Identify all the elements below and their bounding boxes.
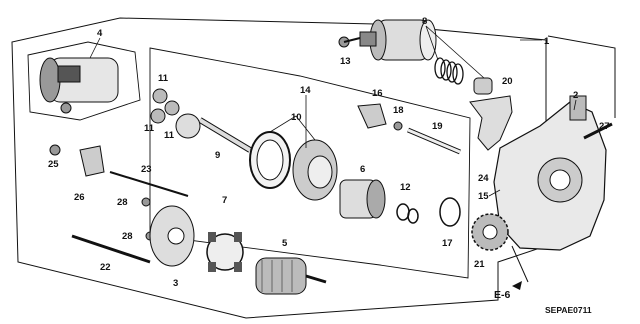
bolt-18-part [393, 121, 403, 131]
callout-2: 2 [573, 90, 578, 101]
callout-14: 14 [300, 85, 311, 96]
yoke-part [39, 57, 119, 114]
brush-holder-part [206, 232, 244, 272]
spring-part [434, 57, 464, 85]
callout-26: 26 [74, 192, 85, 203]
callout-4: 4 [97, 28, 103, 39]
gears-11 [150, 88, 180, 124]
internal-gear-part [249, 131, 338, 201]
through-bolt-22 [71, 234, 151, 264]
callout-5: 5 [282, 238, 288, 249]
callout-10: 10 [291, 112, 302, 123]
callout-12: 12 [400, 182, 411, 193]
callout-11c: 11 [164, 130, 175, 141]
seal-17-part [439, 197, 461, 227]
solenoid-part [359, 19, 437, 61]
callout-22: 22 [100, 262, 111, 273]
callout-27: 27 [599, 121, 610, 132]
callout-labels: 1 2 3 4 5 6 7 8 9 10 11 11 11 12 13 14 1… [48, 16, 610, 315]
clutch-part [339, 179, 386, 219]
callout-6: 6 [360, 164, 365, 175]
section-ref-label: E-6 [494, 289, 511, 301]
clip-16-part [357, 103, 387, 129]
callout-25: 25 [48, 159, 59, 170]
shift-lever [469, 95, 513, 151]
callout-3: 3 [173, 278, 178, 289]
callout-23: 23 [141, 164, 152, 175]
main-frame [11, 17, 547, 319]
rings-12 [396, 203, 419, 224]
callout-20: 20 [502, 76, 513, 87]
callout-28a: 28 [117, 197, 128, 208]
callout-7: 7 [222, 195, 227, 206]
callout-11a: 11 [158, 73, 169, 84]
callout-13: 13 [340, 56, 351, 67]
drive-shaft-part [175, 113, 252, 153]
callout-11b: 11 [144, 123, 155, 134]
rear-cover-part [149, 205, 195, 267]
callout-18: 18 [393, 105, 404, 116]
callout-9: 9 [215, 150, 220, 161]
callout-21: 21 [474, 259, 485, 270]
pinion-gear-part [471, 213, 509, 251]
callout-1: 1 [544, 36, 550, 47]
callout-16: 16 [372, 88, 383, 99]
callout-24: 24 [478, 173, 489, 184]
bolt-27-part [583, 122, 613, 140]
assembly-outline [547, 35, 616, 118]
callout-15: 15 [478, 191, 489, 202]
diagram-code: SEPAE0711 [545, 305, 592, 315]
plunger-part [473, 77, 493, 95]
callout-28b: 28 [122, 231, 133, 242]
front-housing-part [493, 95, 607, 251]
bolt-13-part [338, 36, 361, 48]
terminal-parts [49, 144, 189, 197]
callout-17: 17 [442, 238, 453, 249]
armature-part [255, 257, 327, 295]
callout-8: 8 [422, 16, 427, 27]
section-arrow [511, 245, 529, 283]
callout-19: 19 [432, 121, 443, 132]
box-item-4 [27, 41, 141, 121]
